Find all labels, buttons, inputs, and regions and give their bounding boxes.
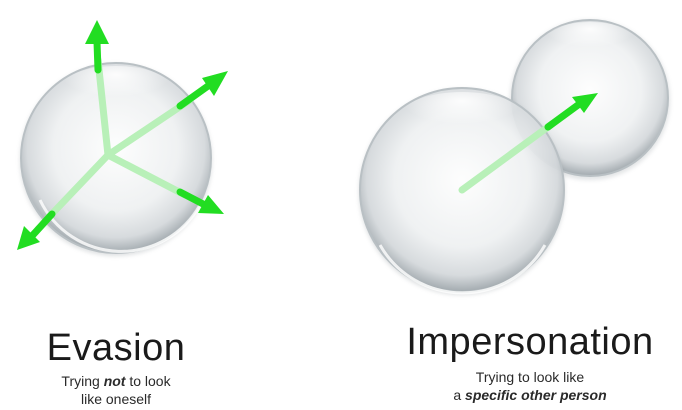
evasion-subtitle-line2: like oneself bbox=[0, 390, 232, 408]
impersonation-subtitle-prefix: a bbox=[453, 387, 465, 403]
evasion-caption: Evasion Trying not to look like oneself bbox=[0, 328, 232, 408]
impersonation-subtitle-emphasis: specific other person bbox=[465, 387, 607, 403]
evasion-subtitle-prefix: Trying bbox=[61, 373, 103, 389]
impersonation-caption: Impersonation Trying to look like a spec… bbox=[385, 322, 675, 404]
impersonation-subtitle-line1: Trying to look like bbox=[385, 368, 675, 386]
evasion-subtitle-emphasis: not bbox=[104, 373, 126, 389]
evasion-subtitle-suffix: to look bbox=[125, 373, 170, 389]
diagram-canvas bbox=[0, 0, 682, 300]
impersonation-title: Impersonation bbox=[385, 322, 675, 362]
evasion-subtitle-line1: Trying not to look bbox=[0, 372, 232, 390]
impersonation-subtitle-line2: a specific other person bbox=[385, 386, 675, 404]
evasion-title: Evasion bbox=[0, 328, 232, 368]
